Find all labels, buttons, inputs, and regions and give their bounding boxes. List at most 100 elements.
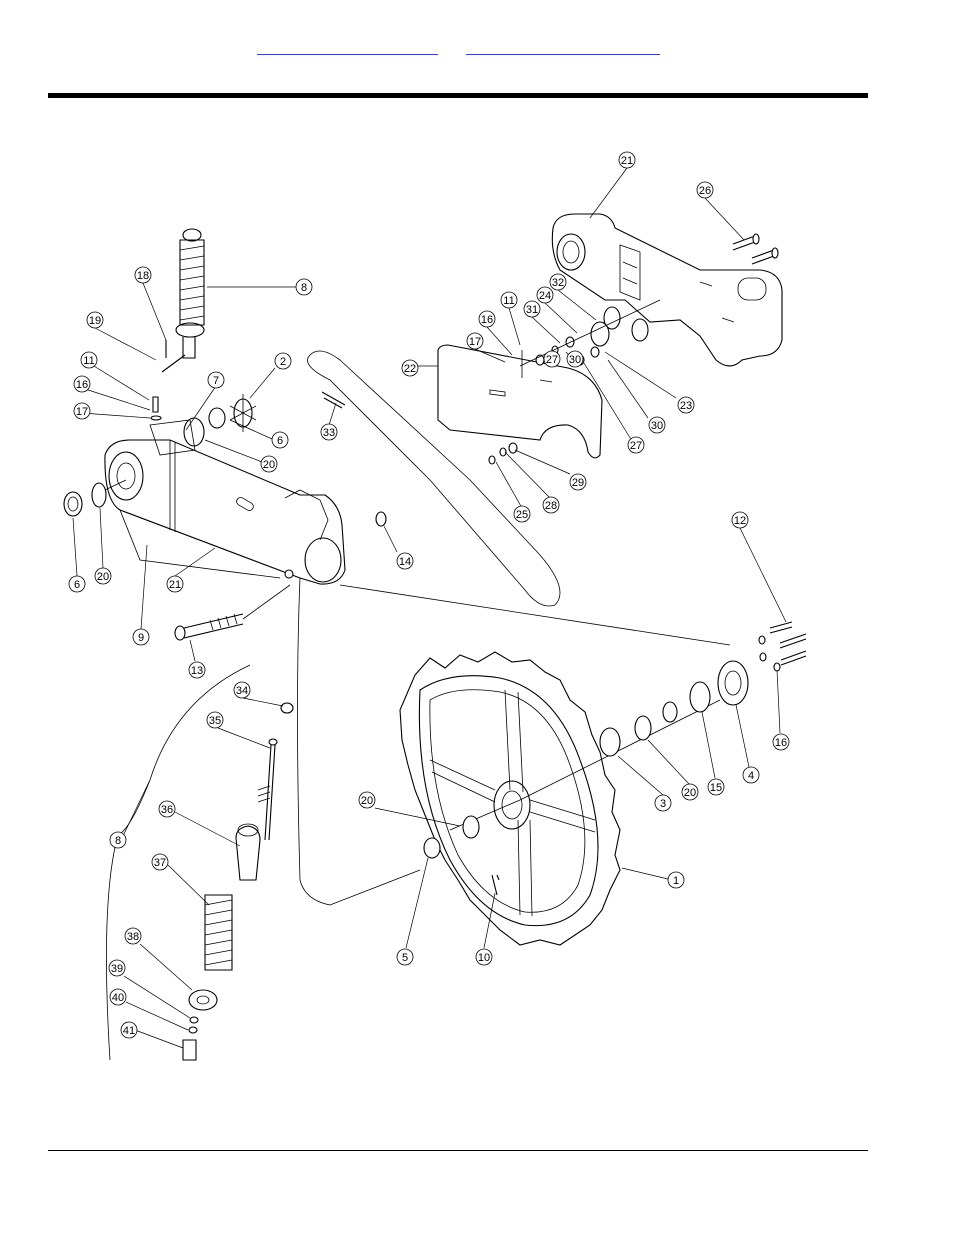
callout-18: 18 xyxy=(135,267,151,283)
callout-30: 30 xyxy=(649,417,665,433)
callout-label: 34 xyxy=(236,685,248,697)
callout-label: 38 xyxy=(127,931,139,943)
callout-label: 7 xyxy=(213,375,219,387)
pivot-hardware-left xyxy=(151,394,256,446)
callout-label: 20 xyxy=(263,459,275,471)
callout-label: 26 xyxy=(699,185,711,197)
callout-7: 7 xyxy=(208,372,224,388)
callout-13: 13 xyxy=(189,662,205,678)
callout-label: 20 xyxy=(684,787,696,799)
callout-label: 17 xyxy=(76,406,88,418)
callout-label: 6 xyxy=(74,579,80,591)
callout-29: 29 xyxy=(570,474,586,490)
callout-17: 17 xyxy=(467,333,483,349)
callout-label: 18 xyxy=(137,270,149,282)
callout-4: 4 xyxy=(743,767,759,783)
callout-label: 13 xyxy=(191,665,203,677)
bolt-13 xyxy=(175,585,290,640)
callout-16: 16 xyxy=(74,376,90,392)
callout-label: 2 xyxy=(280,356,286,368)
callout-19: 19 xyxy=(87,312,103,328)
callout-label: 41 xyxy=(123,1025,135,1037)
bracket-21-upper xyxy=(552,214,782,366)
callout-41: 41 xyxy=(121,1022,137,1038)
callout-6: 6 xyxy=(69,576,85,592)
callout-2: 2 xyxy=(275,353,291,369)
callout-label: 6 xyxy=(277,435,283,447)
callout-label: 5 xyxy=(402,952,408,964)
spring-detail-8 xyxy=(106,665,293,1060)
callout-label: 1 xyxy=(673,875,679,887)
callout-label: 19 xyxy=(89,315,101,327)
callout-label: 31 xyxy=(526,304,538,316)
callout-label: 36 xyxy=(161,804,173,816)
callout-label: 22 xyxy=(404,363,416,375)
callout-9: 9 xyxy=(133,629,149,645)
callout-label: 37 xyxy=(154,857,166,869)
callout-36: 36 xyxy=(159,801,175,817)
callout-39: 39 xyxy=(109,960,125,976)
callout-28: 28 xyxy=(543,497,559,513)
callout-11: 11 xyxy=(81,352,97,368)
spring-8-upper xyxy=(162,229,204,372)
link-33 xyxy=(322,392,345,408)
callout-label: 32 xyxy=(552,277,564,289)
callout-26: 26 xyxy=(697,182,713,198)
callout-label: 39 xyxy=(111,963,123,975)
callouts: 2126322431111617222730233027292825818192… xyxy=(69,152,789,1038)
callout-label: 21 xyxy=(169,579,181,591)
callout-label: 10 xyxy=(478,952,490,964)
callout-35: 35 xyxy=(207,712,223,728)
bolt-26 xyxy=(733,234,778,264)
callout-11: 11 xyxy=(501,292,517,308)
callout-20: 20 xyxy=(95,568,111,584)
callout-label: 30 xyxy=(651,420,663,432)
callout-label: 16 xyxy=(481,314,493,326)
callout-23: 23 xyxy=(678,397,694,413)
callout-label: 16 xyxy=(775,737,787,749)
callout-32: 32 xyxy=(550,274,566,290)
callout-label: 20 xyxy=(361,795,373,807)
callout-label: 28 xyxy=(545,500,557,512)
callout-22: 22 xyxy=(402,360,418,376)
callout-10: 10 xyxy=(476,949,492,965)
callout-16: 16 xyxy=(773,734,789,750)
callout-15: 15 xyxy=(708,779,724,795)
callout-6: 6 xyxy=(272,432,288,448)
callout-label: 33 xyxy=(323,427,335,439)
callout-21: 21 xyxy=(167,576,183,592)
callout-24: 24 xyxy=(537,287,553,303)
callout-17: 17 xyxy=(74,403,90,419)
callout-27: 27 xyxy=(544,351,560,367)
callout-5: 5 xyxy=(397,949,413,965)
callout-12: 12 xyxy=(732,512,748,528)
callout-label: 17 xyxy=(469,336,481,348)
callout-30: 30 xyxy=(567,351,583,367)
callout-label: 23 xyxy=(680,400,692,412)
callout-21: 21 xyxy=(619,152,635,168)
chain-path xyxy=(298,351,731,905)
callout-37: 37 xyxy=(152,854,168,870)
arm-21-main xyxy=(105,420,345,584)
callout-20: 20 xyxy=(682,784,698,800)
callout-1: 1 xyxy=(668,872,684,888)
callout-20: 20 xyxy=(261,456,277,472)
callout-label: 35 xyxy=(209,715,221,727)
callout-33: 33 xyxy=(321,424,337,440)
callout-40: 40 xyxy=(110,989,126,1005)
callout-31: 31 xyxy=(524,301,540,317)
callout-label: 8 xyxy=(115,835,121,847)
callout-label: 16 xyxy=(76,379,88,391)
callout-16: 16 xyxy=(479,311,495,327)
bushing-14 xyxy=(376,512,386,526)
callout-label: 20 xyxy=(97,571,109,583)
callout-label: 24 xyxy=(539,290,551,302)
callout-34: 34 xyxy=(234,682,250,698)
callout-label: 12 xyxy=(734,515,746,527)
callout-8: 8 xyxy=(296,279,312,295)
callout-label: 30 xyxy=(569,354,581,366)
washers-6-20-left xyxy=(64,480,126,516)
callout-label: 21 xyxy=(621,155,633,167)
callout-label: 9 xyxy=(138,632,144,644)
